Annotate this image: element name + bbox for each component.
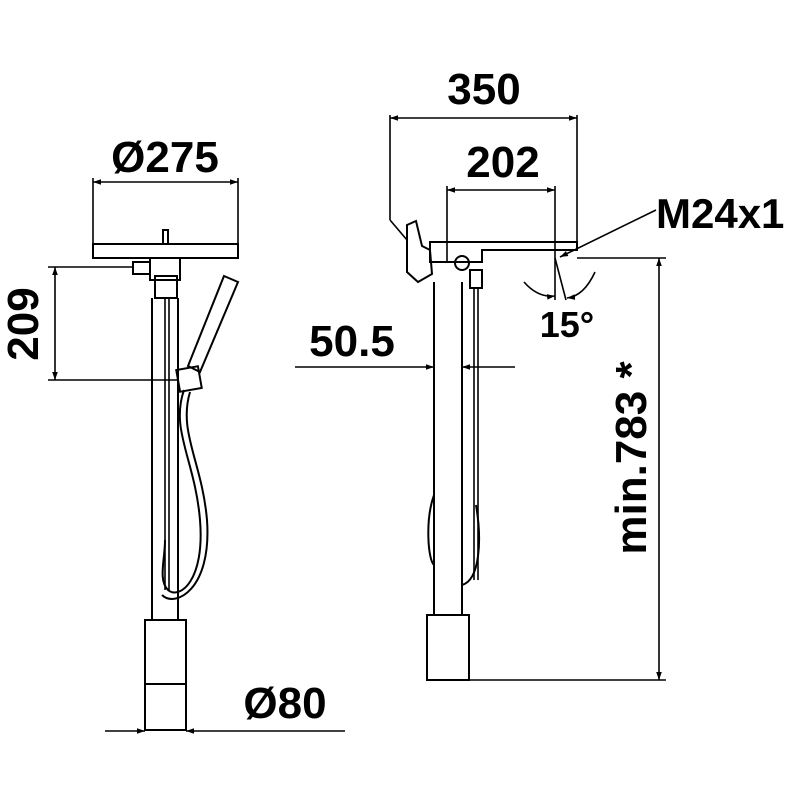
shower-disk: [92, 243, 239, 259]
shower-hose-outer: [161, 391, 209, 600]
side-hose-nozzle: [469, 269, 483, 289]
side-view: 350 202 M24x1 15° 50.5 min.783 *: [295, 65, 784, 681]
front-view: Ø275 209 Ø80: [0, 133, 345, 734]
lever-handle: [406, 219, 434, 284]
shower-hose: [161, 389, 202, 594]
dim-m24-leader: [559, 209, 657, 258]
disk-pin: [162, 229, 169, 245]
dim-202-label: 202: [466, 138, 539, 187]
base-lower: [144, 683, 187, 731]
side-hose-back: [427, 494, 435, 566]
side-hose: [461, 504, 481, 586]
dim-80-label: Ø80: [243, 679, 326, 728]
dim-15-label: 15°: [540, 304, 594, 345]
angle-15-arc-left: [523, 281, 556, 300]
dim-209-label: 209: [0, 287, 48, 360]
mount-neck: [154, 275, 178, 299]
hand-shower: [186, 274, 240, 374]
pivot-knob: [454, 255, 470, 271]
base-upper: [144, 619, 187, 685]
dim-275-label: Ø275: [111, 133, 219, 182]
angle-15-ray: [554, 257, 567, 301]
dim-350-label: 350: [447, 65, 520, 114]
angle-15-arc-right: [566, 271, 596, 300]
hand-shower-holder: [175, 365, 203, 393]
dim-m24-label: M24x1: [656, 190, 784, 237]
dim-350-ext-diag: [389, 219, 408, 241]
dim-50-5-label: 50.5: [309, 317, 395, 366]
side-base: [426, 614, 470, 681]
mount-tab: [132, 261, 151, 275]
dim-783-label: min.783 *: [607, 361, 656, 555]
